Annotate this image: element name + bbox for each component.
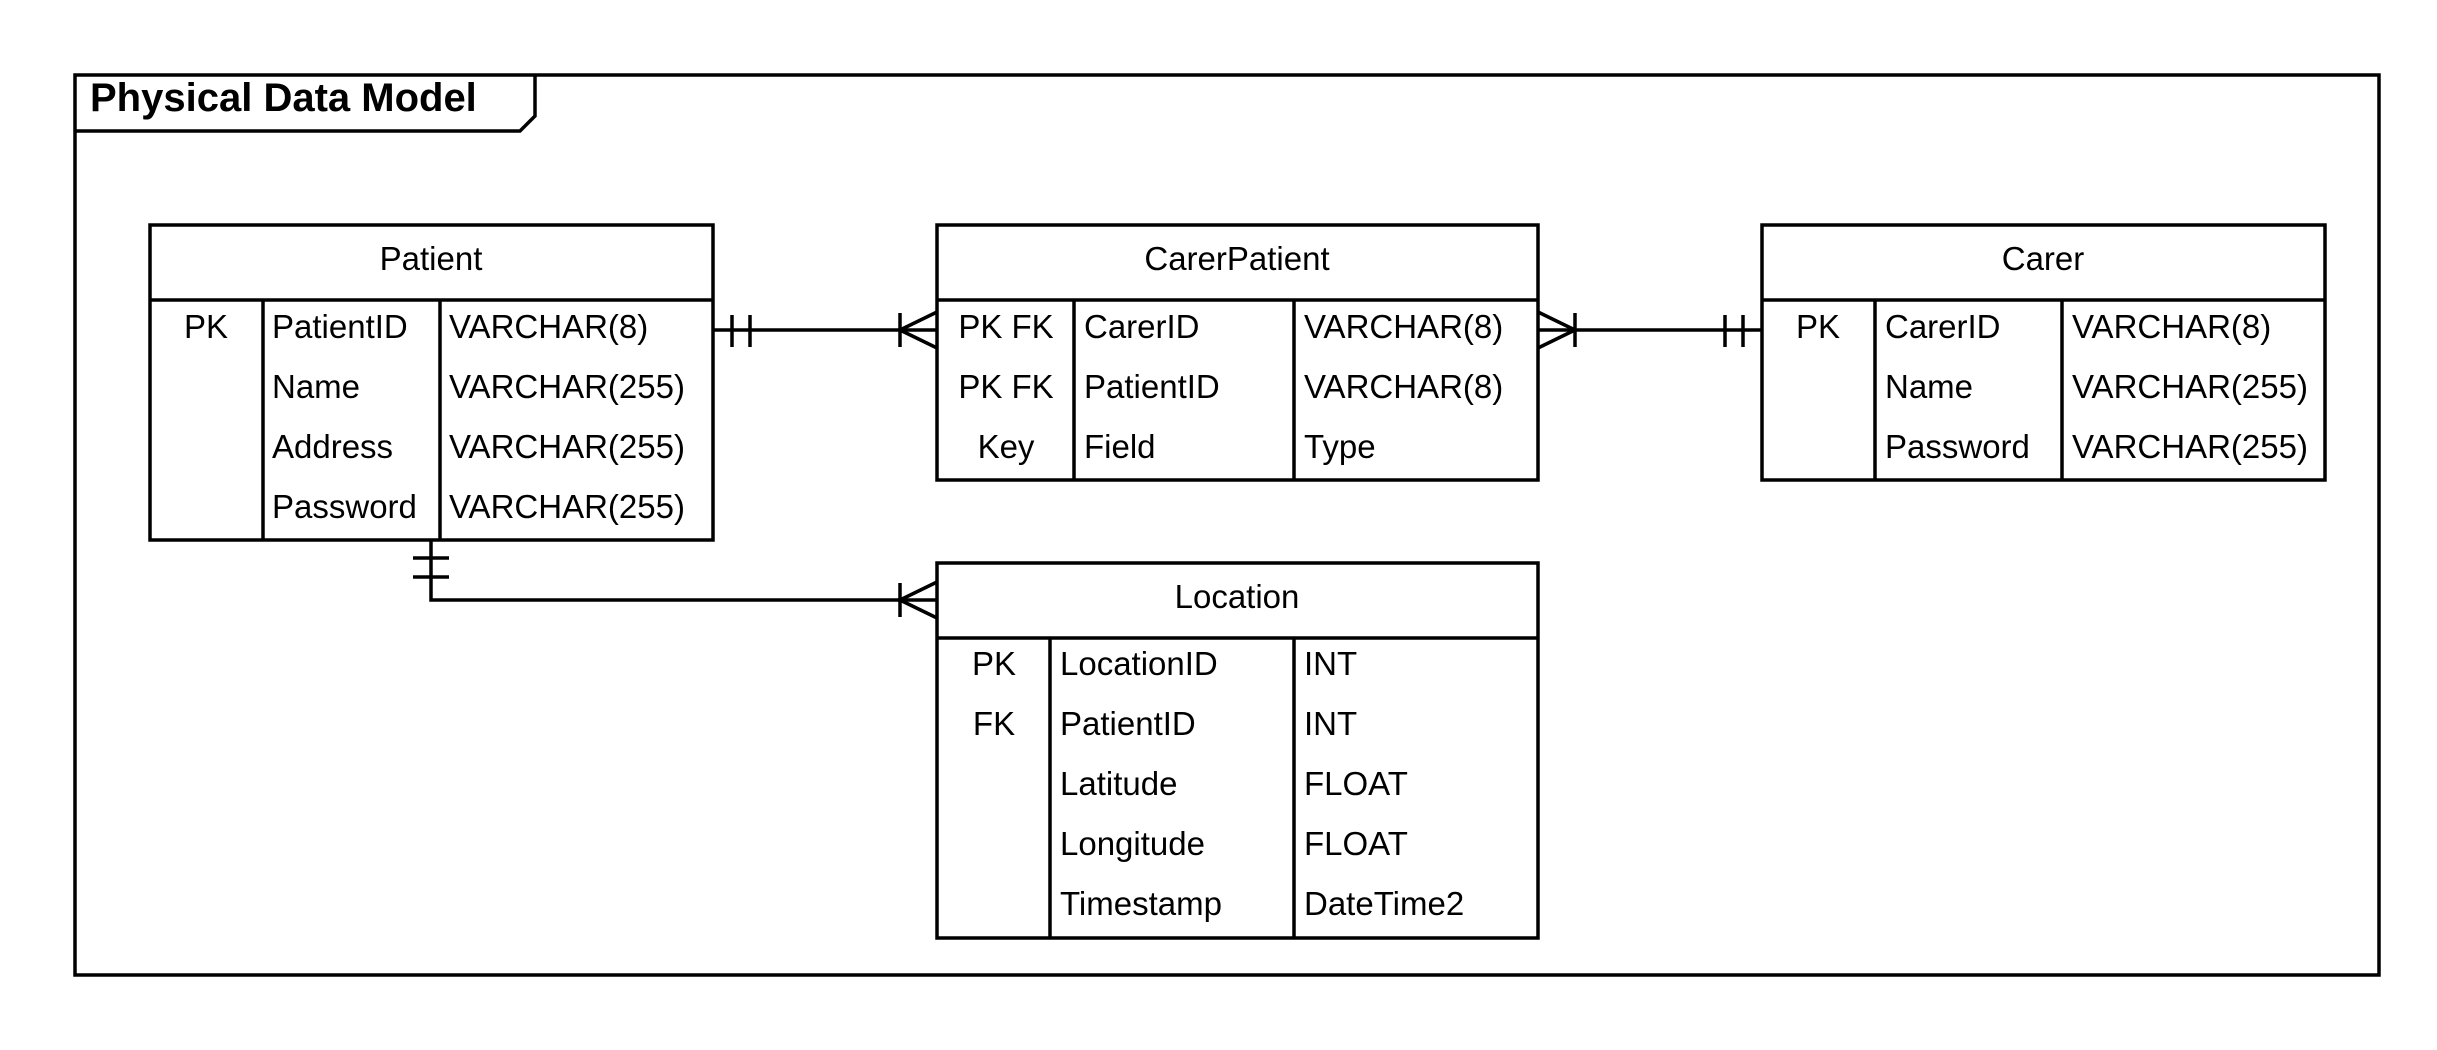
row-field: Password [272,488,417,525]
frame-title: Physical Data Model [90,76,477,120]
entity-location[interactable]: Location PK LocationID INT FK PatientID … [935,561,1540,940]
row-field: Name [1885,368,1973,405]
entity-title: CarerPatient [1144,240,1329,277]
frame-border [73,73,2381,977]
row-field: LocationID [1060,645,1218,682]
relationship-patient-carerpatient[interactable] [713,310,938,350]
relationship-patient-location[interactable] [413,540,938,620]
entity-box [935,223,1540,482]
row-type: VARCHAR(255) [2072,368,2308,405]
entity-box [935,561,1540,940]
row-type: INT [1304,705,1357,742]
row-key: PK [972,645,1016,682]
row-type: FLOAT [1304,765,1408,802]
row-field: Address [272,428,393,465]
row-type: VARCHAR(8) [1304,308,1503,345]
row-field: Name [272,368,360,405]
row-key: FK [973,705,1015,742]
entity-title: Location [1175,578,1300,615]
row-field: PatientID [1060,705,1196,742]
row-type: VARCHAR(255) [449,488,685,525]
row-type: VARCHAR(255) [449,368,685,405]
row-field: Latitude [1060,765,1177,802]
row-type: VARCHAR(8) [1304,368,1503,405]
row-field: Longitude [1060,825,1205,862]
entity-carer[interactable]: Carer PK CarerID VARCHAR(8) Name VARCHAR… [1760,223,2327,482]
row-type: VARCHAR(255) [2072,428,2308,465]
frame-title-tab [75,75,537,133]
diagram-frame: Physical Data Model [73,73,2381,977]
relationship-carer-carerpatient[interactable] [1537,310,1762,350]
row-type: VARCHAR(8) [2072,308,2271,345]
row-key: PK FK [958,308,1053,345]
crowfoot-marker [899,310,938,350]
row-key: PK [184,308,228,345]
row-type: VARCHAR(255) [449,428,685,465]
row-field: CarerID [1885,308,2001,345]
crowfoot-marker [899,580,938,620]
row-key: PK [1796,308,1840,345]
row-type: VARCHAR(8) [449,308,648,345]
row-type: DateTime2 [1304,885,1464,922]
row-key: PK FK [958,368,1053,405]
row-field: Timestamp [1060,885,1222,922]
entity-patient[interactable]: Patient PK PatientID VARCHAR(8) Name VAR… [148,223,715,542]
relationship-line [429,540,937,602]
row-field: Password [1885,428,2030,465]
row-field: PatientID [272,308,408,345]
row-field: Field [1084,428,1156,465]
entity-carer-patient[interactable]: CarerPatient PK FK CarerID VARCHAR(8) PK… [935,223,1540,482]
row-field: CarerID [1084,308,1200,345]
row-key: Key [978,428,1035,465]
entity-box [148,223,715,542]
entity-title: Patient [380,240,483,277]
row-type: FLOAT [1304,825,1408,862]
row-field: PatientID [1084,368,1220,405]
row-type: INT [1304,645,1357,682]
entity-title: Carer [2002,240,2085,277]
entity-box [1760,223,2327,482]
row-type: Type [1304,428,1376,465]
